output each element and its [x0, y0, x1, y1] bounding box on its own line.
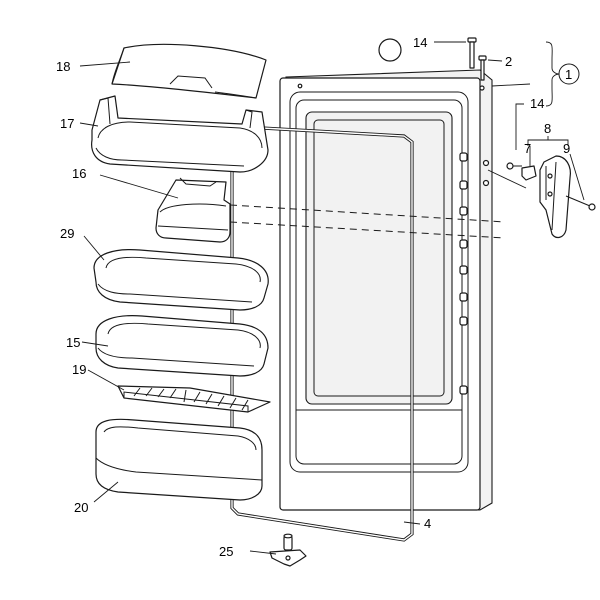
- part-19-rack: [117, 385, 271, 413]
- part-25-hinge-pin: [269, 533, 307, 567]
- callout-4: 4: [424, 516, 431, 531]
- part-8-handle: [539, 155, 571, 239]
- callout-1-circle: [558, 63, 580, 85]
- callout-labels: 14 2 1 14 8 7 9 18 17 16 29 15 19 20 4 2…: [56, 35, 572, 559]
- part-7-clip: [521, 165, 537, 181]
- callout-14-top: 14: [413, 35, 427, 50]
- shelf-hangers: [459, 152, 468, 395]
- part-14-screw-side: [506, 162, 522, 170]
- callout-19: 19: [72, 362, 86, 377]
- part-29-shelf: [93, 249, 269, 311]
- callout-16: 16: [72, 166, 86, 181]
- callout-25: 25: [219, 544, 233, 559]
- callout-9: 9: [563, 141, 570, 156]
- alignment-line-upper: [229, 204, 506, 223]
- part-17-upper-shelf: [91, 95, 269, 173]
- door-panel: [279, 69, 493, 511]
- alignment-line-lower: [229, 221, 506, 239]
- callout-14-side: 14: [530, 96, 544, 111]
- part-15-shelf: [95, 315, 269, 377]
- callout-20: 20: [74, 500, 88, 515]
- part-18-lid: [111, 43, 267, 99]
- callout-18: 18: [56, 59, 70, 74]
- part-9-screw: [565, 195, 596, 211]
- callout-15: 15: [66, 335, 80, 350]
- callout-2: 2: [505, 54, 512, 69]
- part-20-lower-bin: [95, 418, 263, 501]
- callout-29: 29: [60, 226, 74, 241]
- callout-7: 7: [524, 141, 531, 156]
- part-16-small-shelf: [155, 177, 231, 243]
- callout-8: 8: [544, 121, 551, 136]
- callout-17: 17: [60, 116, 74, 131]
- part-14-screw-top: [467, 37, 477, 69]
- part-14-washer: [378, 38, 402, 62]
- part-2-screw: [478, 55, 487, 81]
- callout-1: 1: [565, 67, 572, 82]
